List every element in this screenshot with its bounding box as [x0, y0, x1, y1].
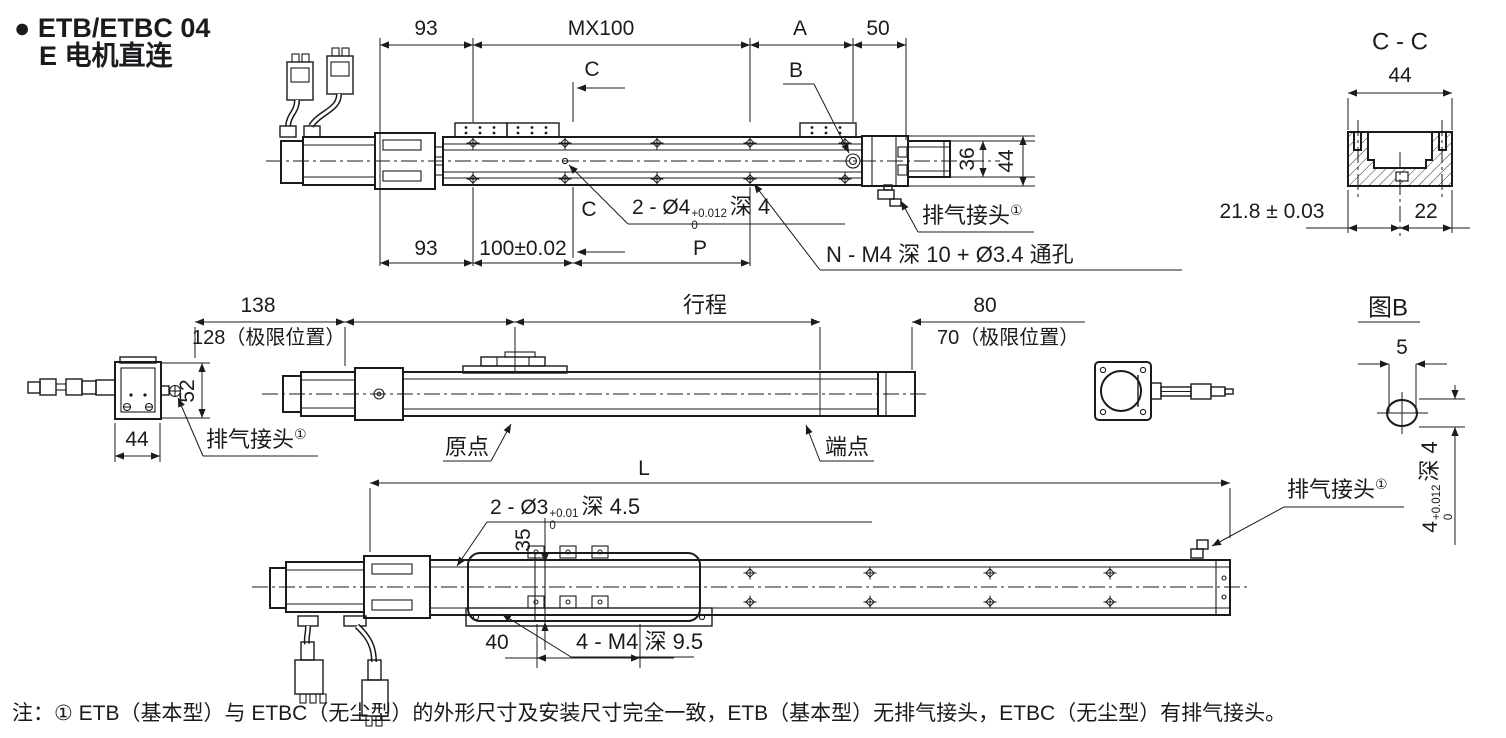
page-title: ● ETB/ETBC 04 E 电机直连 — [14, 14, 210, 70]
dim-5: 5 — [1396, 336, 1408, 360]
m4-note: 4 - M4 深 9.5 — [576, 629, 704, 654]
exhaust-port-label-top: 排气接头① — [922, 202, 1023, 228]
end-point-label: 端点 — [824, 434, 870, 460]
dim-50: 50 — [866, 17, 890, 41]
dim-52: 52 — [176, 379, 200, 403]
mount-hole-note: N - M4 深 10 + Ø3.4 通孔 — [826, 242, 1074, 267]
title-bullet: ● — [14, 13, 31, 43]
section-cc-drawing — [1306, 89, 1470, 236]
left-end-view-drawing — [27, 356, 318, 462]
dim-93-bottom: 93 — [414, 237, 438, 261]
origin-label: 原点 — [444, 434, 490, 460]
dim-stroke: 行程 — [682, 292, 728, 318]
dim-l: L — [638, 457, 650, 481]
title-line1: ETB/ETBC 04 — [37, 13, 211, 43]
footnote: 注：① ETB（基本型）与 ETBC（无尘型）的外形尺寸及安装尺寸完全一致，ET… — [12, 702, 1287, 725]
section-c-bottom-label: C — [581, 198, 597, 222]
dim-p: P — [692, 237, 708, 261]
dim-mx100: MX100 — [567, 17, 635, 41]
dim-100: 100±0.02 — [479, 237, 567, 261]
bottom-view-dimensions — [369, 479, 1404, 668]
label-b: B — [788, 59, 804, 83]
dim-44-top: 44 — [995, 149, 1019, 173]
dim-93-top: 93 — [414, 17, 438, 41]
limit-right-label: 70（极限位置） — [937, 327, 1080, 349]
section-c-top-label: C — [584, 58, 600, 82]
detail-b-drawing — [1358, 321, 1465, 545]
dim-40: 40 — [485, 631, 509, 655]
dim-36: 36 — [956, 147, 980, 171]
dim-a: A — [792, 17, 808, 41]
limit-left-label: 128（极限位置） — [192, 327, 346, 349]
top-view-dimensions — [379, 38, 1182, 271]
dim-80: 80 — [973, 294, 997, 318]
dim-22: 22 — [1414, 200, 1438, 224]
dim-138: 138 — [240, 294, 276, 318]
motor-end-view-drawing — [1094, 361, 1234, 421]
section-cc-title: C - C — [1372, 28, 1428, 56]
front-view-drawing — [262, 330, 930, 462]
bottom-view-drawing — [252, 539, 1250, 727]
dim-44-cc: 44 — [1388, 64, 1412, 88]
dim-21-8: 21.8 ± 0.03 — [1219, 200, 1325, 224]
title-line2: E 电机直连 — [39, 41, 173, 72]
detail-b-title: 图B — [1367, 294, 1409, 322]
exhaust-port-label-bottom: 排气接头① — [1287, 476, 1388, 502]
top-view-drawing — [266, 47, 1000, 207]
exhaust-port-label-left: 排气接头① — [206, 426, 307, 452]
dim-44-left-view: 44 — [125, 428, 149, 452]
dim-35: 35 — [512, 528, 536, 552]
